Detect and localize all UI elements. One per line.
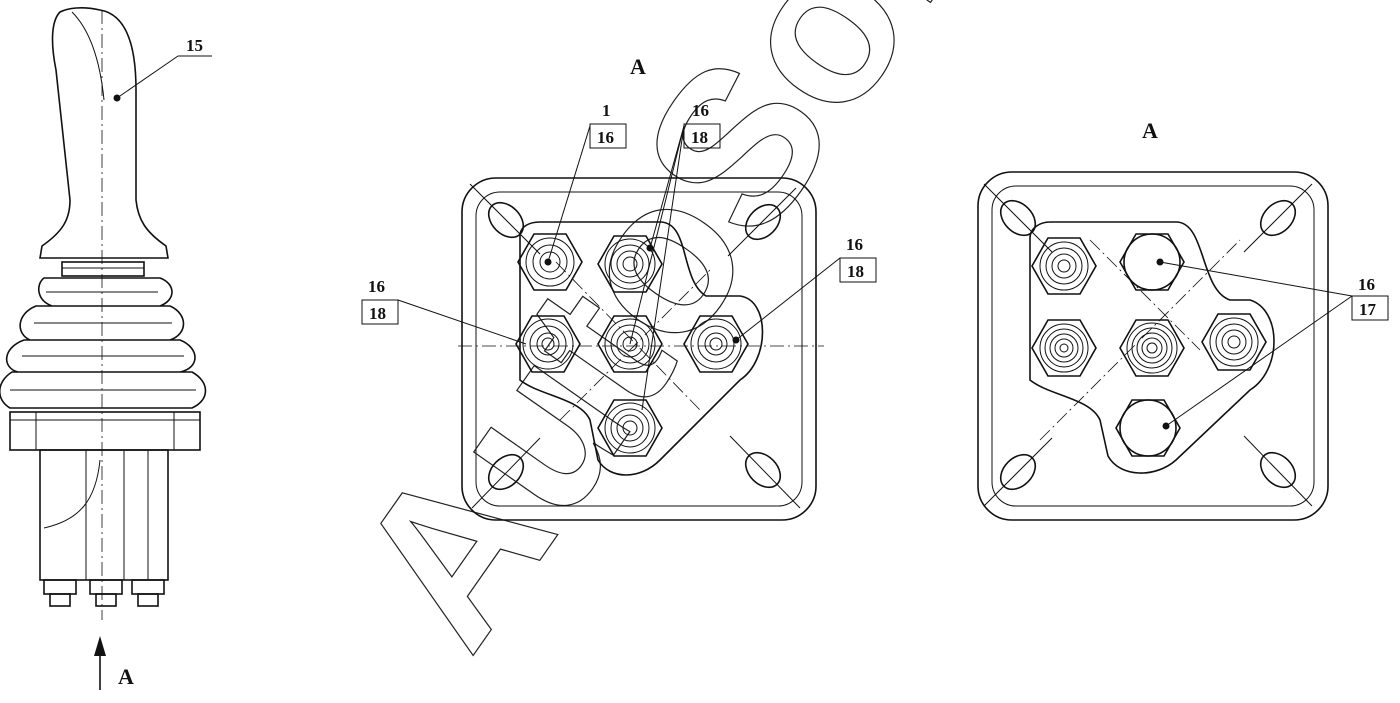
callout-16-top-sub: 18 (691, 128, 708, 147)
joystick-handle (39, 7, 169, 259)
callouts-middle: 1 16 16 18 16 18 16 18 (361, 101, 877, 411)
mounting-flange (9, 411, 201, 451)
hex-fittings-middle (515, 233, 749, 457)
joystick-side-view: A 15 (0, 7, 212, 690)
base-plate-inner (475, 191, 803, 507)
view-a-title-right: A (1142, 118, 1158, 143)
view-a-middle: A (361, 54, 877, 521)
callout-17: 17 (1359, 300, 1377, 319)
callouts-right: 16 17 (1156, 258, 1389, 430)
mounting-slots-right (983, 183, 1313, 507)
callout-16-right-sub: 18 (847, 262, 864, 281)
rubber-bellows (0, 277, 207, 409)
bottom-fittings (43, 579, 165, 607)
view-a-title-middle: A (630, 54, 646, 79)
base-plate-outer-right (977, 171, 1329, 521)
watermark: AutoSoft (307, 0, 1041, 687)
callout-15: 15 (186, 36, 203, 55)
base-plate-inner-right (991, 185, 1315, 507)
callout-1: 1 (602, 101, 611, 120)
control-body (39, 449, 169, 581)
valve-pad-right (1029, 221, 1275, 474)
view-a-right: A (977, 118, 1389, 521)
mounting-slots (469, 183, 801, 509)
fittings-right (1031, 233, 1267, 457)
callout-1-sub: 16 (597, 128, 614, 147)
base-plate-outer (461, 177, 817, 521)
callout-16-left-sub: 18 (369, 304, 386, 323)
view-arrow-label: A (118, 664, 134, 689)
view-arrow-head (94, 636, 106, 656)
callout-16-top: 16 (692, 101, 709, 120)
callout-16-right-view: 16 (1358, 275, 1375, 294)
callout-16-left: 16 (368, 277, 385, 296)
callout-16-right: 16 (846, 235, 863, 254)
joystick-neck (61, 261, 145, 277)
